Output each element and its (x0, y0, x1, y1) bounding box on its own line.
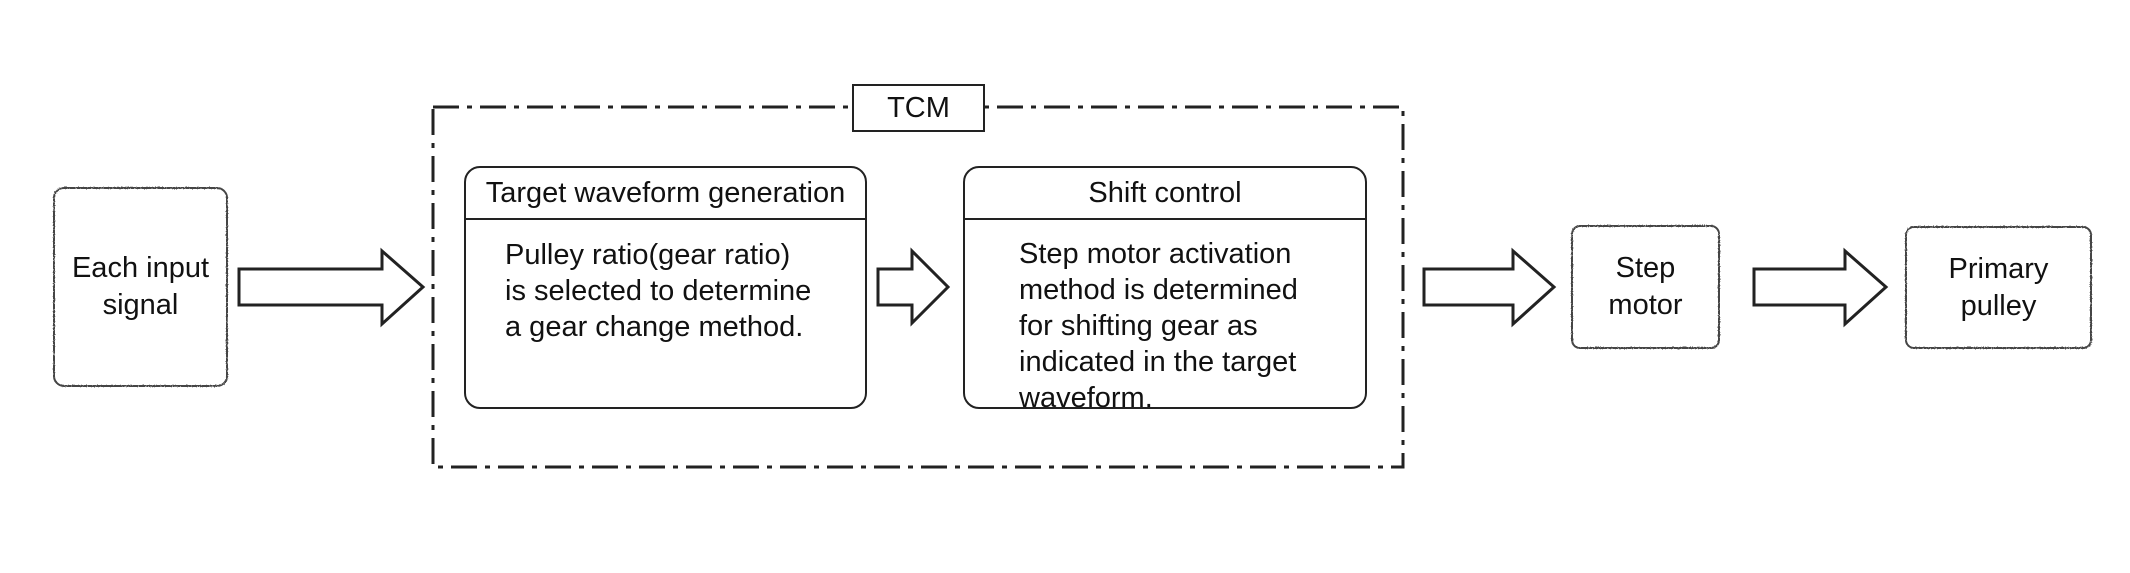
target-waveform-body: Pulley ratio(gear ratio) is selected to … (505, 239, 812, 343)
target-waveform-title: Target waveform generation (466, 168, 865, 220)
target-waveform-panel: Target waveform generation Pulley ratio(… (464, 166, 867, 409)
shift-control-body: Step motor activation method is determin… (1019, 238, 1298, 409)
arrow-step-motor-to-pulley (1752, 247, 1889, 328)
primary-pulley-label: Primary pulley (1948, 252, 2049, 322)
step-motor-label: Step motor (1608, 252, 1683, 321)
shift-control-panel: Shift control Step motor activation meth… (963, 166, 1367, 409)
primary-pulley-node: Primary pulley (1906, 227, 2091, 348)
arrow-waveform-to-shift (876, 247, 951, 327)
shift-control-title: Shift control (965, 168, 1365, 220)
step-motor-node: Step motor (1572, 226, 1719, 348)
primary-pulley-outline (1905, 226, 2092, 349)
input-signal-label: Each input signal (71, 252, 210, 321)
arrow-tcm-to-step-motor (1422, 247, 1557, 328)
input-signal-node: Each input signal (54, 188, 227, 386)
tcm-label: TCM (852, 84, 985, 132)
input-signal-outline (53, 187, 228, 387)
step-motor-outline (1571, 225, 1720, 349)
arrow-input-to-tcm (237, 247, 426, 328)
